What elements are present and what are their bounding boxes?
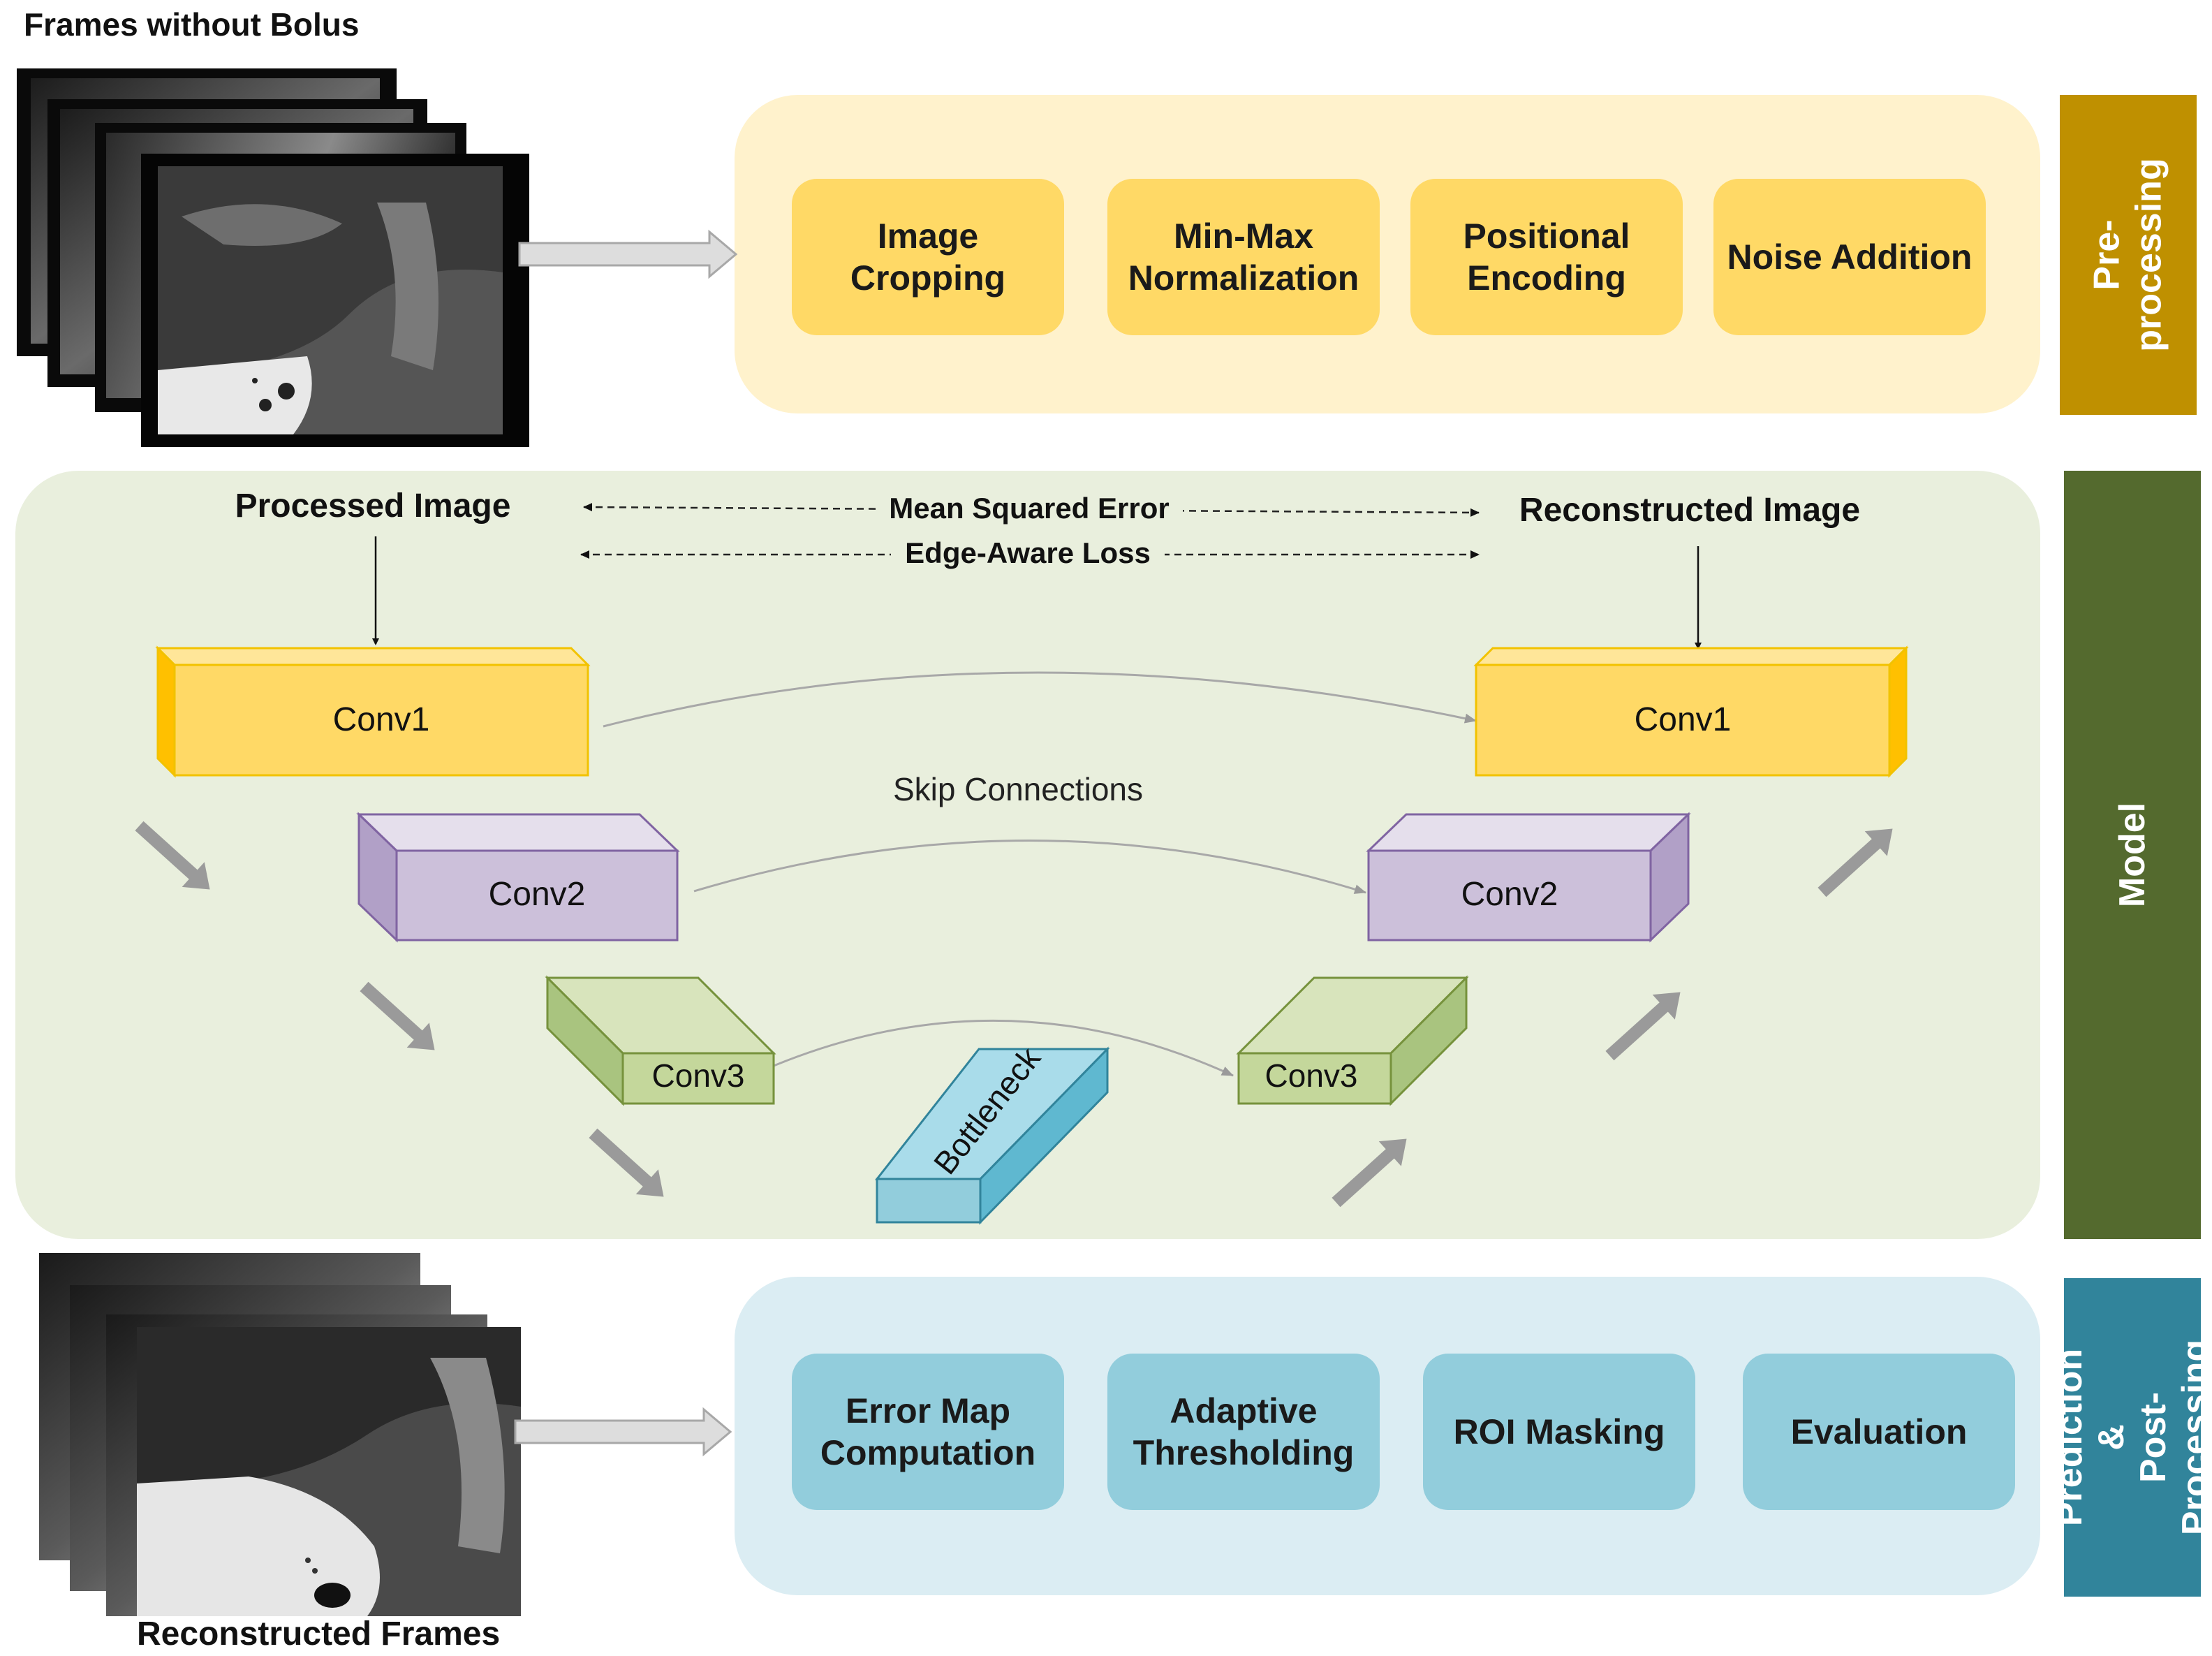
skip-connection-1	[603, 671, 1477, 728]
step-positional-encoding: Positional Encoding	[1410, 179, 1683, 335]
edge-loss-label: Edge-Aware Loss	[905, 536, 1151, 569]
up-arrow-3	[1817, 828, 1893, 897]
up-arrow-1	[1332, 1138, 1407, 1208]
down-arrow-1	[135, 821, 210, 890]
encoder-conv1-block	[155, 645, 591, 778]
output-arrow	[514, 1407, 732, 1457]
output-frames-stack	[39, 1253, 521, 1616]
mse-label: Mean Squared Error	[889, 492, 1169, 525]
encoder-conv3-block	[545, 975, 776, 1106]
input-frames-stack	[17, 68, 529, 447]
step-noise-addition: Noise Addition	[1713, 179, 1986, 335]
skip-connection-3	[773, 1019, 1234, 1077]
encoder-conv1-label: Conv1	[333, 701, 430, 738]
decoder-conv3-block	[1236, 975, 1469, 1106]
bottleneck-block	[874, 1046, 1110, 1225]
frames-bottom-label: Reconstructed Frames	[137, 1615, 501, 1653]
input-arrow	[518, 229, 738, 279]
decoder-conv1-block	[1473, 645, 1909, 778]
postprocessing-sidebar-label: Prediction & Post-Processing	[2049, 1339, 2212, 1536]
output-frame-front	[137, 1327, 521, 1616]
frames-top-label: Frames without Bolus	[24, 6, 360, 43]
skip-connections-label: Skip Connections	[893, 771, 1143, 807]
up-arrow-2	[1605, 992, 1681, 1061]
mse-line	[583, 503, 1480, 517]
edge-loss-label-bg	[891, 536, 1165, 571]
reconstructed-image-label: Reconstructed Image	[1519, 492, 1860, 529]
encoder-conv2-block	[356, 812, 680, 943]
step-min-max-normalization: Min-Max Normalization	[1107, 179, 1380, 335]
skip-connection-2	[693, 840, 1366, 894]
down-arrow-2	[360, 981, 435, 1050]
encoder-conv2-label: Conv2	[489, 876, 586, 913]
postprocessing-sidebar: Prediction & Post-Processing	[2049, 1278, 2212, 1597]
decoder-conv3-label: Conv3	[1265, 1057, 1358, 1094]
decoder-conv2-label: Conv2	[1461, 876, 1558, 913]
step-evaluation: Evaluation	[1743, 1354, 2015, 1510]
decoder-conv1-label: Conv1	[1635, 701, 1732, 738]
down-arrow-3	[589, 1128, 664, 1197]
step-roi-masking: ROI Masking	[1423, 1354, 1695, 1510]
preprocessing-sidebar: Pre-processing	[2060, 95, 2197, 415]
processed-image-label: Processed Image	[235, 488, 511, 525]
encoder-conv3-label: Conv3	[652, 1057, 745, 1094]
step-image-cropping: Image Cropping	[792, 179, 1064, 335]
input-frame-front	[141, 154, 529, 447]
model-sidebar: Model	[2064, 471, 2201, 1239]
step-error-map-computation: Error Map Computation	[792, 1354, 1064, 1510]
mse-label-bg	[876, 490, 1183, 525]
step-adaptive-thresholding: Adaptive Thresholding	[1107, 1354, 1380, 1510]
decoder-conv2-block	[1366, 812, 1691, 943]
